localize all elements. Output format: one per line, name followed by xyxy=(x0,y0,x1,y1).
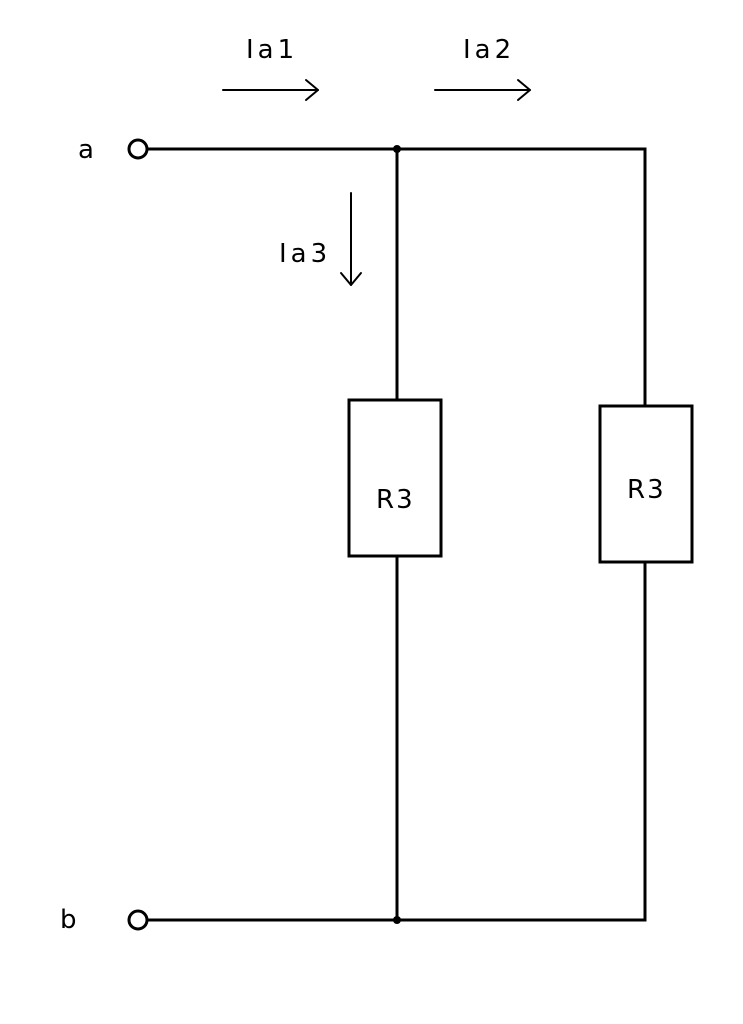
junction-bottom xyxy=(393,916,401,924)
ia2-arrow-icon xyxy=(434,79,531,101)
junction-top xyxy=(393,145,401,153)
terminal-a xyxy=(127,138,149,160)
terminal-a-label: a xyxy=(78,135,94,165)
right-resistor xyxy=(598,404,694,564)
ia1-label: Ia1 xyxy=(246,35,298,65)
ia2-label: Ia2 xyxy=(463,35,515,65)
ia3-label: Ia3 xyxy=(279,239,331,269)
right-resistor-label: R3 xyxy=(627,475,666,505)
left-resistor-label: R3 xyxy=(376,485,415,515)
terminal-b-label: b xyxy=(60,905,77,935)
left-resistor xyxy=(347,398,443,558)
terminal-b xyxy=(127,909,149,931)
ia3-arrow-icon xyxy=(340,192,362,286)
ia1-arrow-icon xyxy=(222,79,319,101)
